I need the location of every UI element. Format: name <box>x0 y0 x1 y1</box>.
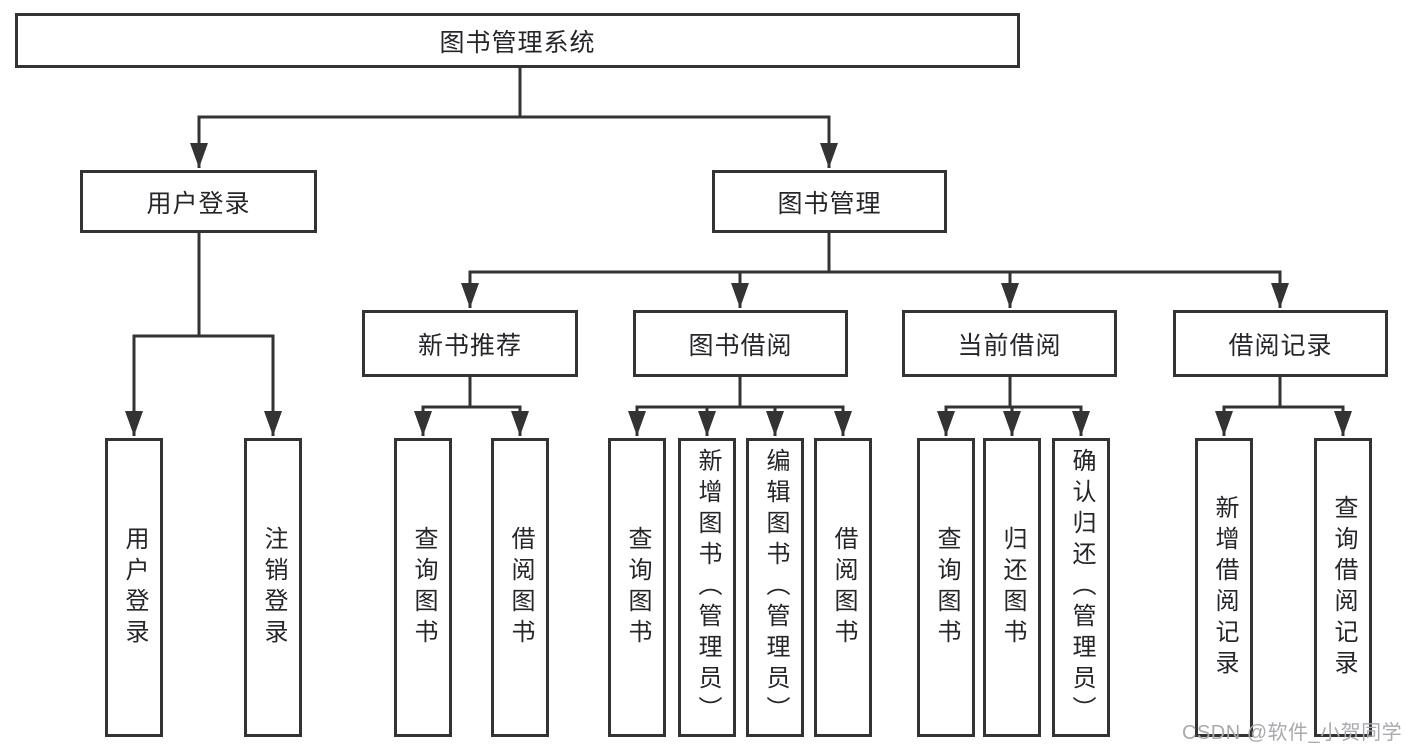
node-confirm-return-admin: 确认归还（管理员） <box>1052 438 1110 737</box>
node-user-login-leaf: 用户登录 <box>105 438 163 737</box>
node-borrowing-records-label: 借阅记录 <box>1228 331 1333 360</box>
node-query-books-borrowing-label: 查询图书 <box>624 525 651 650</box>
node-root-library-management-system: 图书管理系统 <box>15 13 1020 68</box>
node-book-borrowing: 图书借阅 <box>633 310 848 377</box>
node-add-borrow-record-label: 新增借阅记录 <box>1211 494 1238 681</box>
node-new-book-recommend: 新书推荐 <box>362 310 578 377</box>
node-current-borrowing: 当前借阅 <box>902 310 1117 377</box>
node-query-books-current: 查询图书 <box>917 438 975 737</box>
node-query-books-current-label: 查询图书 <box>933 525 960 650</box>
node-query-books-recommend-label: 查询图书 <box>410 525 437 650</box>
node-book-management: 图书管理 <box>712 170 947 233</box>
node-edit-books-admin-label: 编辑图书（管理员） <box>762 448 789 727</box>
node-borrow-books-borrowing: 借阅图书 <box>814 438 872 737</box>
node-add-books-admin: 新增图书（管理员） <box>678 438 736 737</box>
node-add-books-admin-label: 新增图书（管理员） <box>694 448 721 727</box>
node-borrow-books-borrowing-label: 借阅图书 <box>830 525 857 650</box>
node-logout-label: 注销登录 <box>260 525 287 650</box>
node-new-book-recommend-label: 新书推荐 <box>417 331 522 360</box>
node-query-books-borrowing: 查询图书 <box>608 438 666 737</box>
node-user-login: 用户登录 <box>80 170 317 233</box>
node-current-borrowing-label: 当前借阅 <box>957 331 1062 360</box>
node-query-borrow-record-label: 查询借阅记录 <box>1330 494 1357 681</box>
node-confirm-return-admin-label: 确认归还（管理员） <box>1068 448 1095 727</box>
node-borrowing-records: 借阅记录 <box>1173 310 1388 377</box>
node-user-login-leaf-label: 用户登录 <box>121 525 148 650</box>
node-root-label: 图书管理系统 <box>439 28 596 57</box>
node-query-books-recommend: 查询图书 <box>394 438 452 737</box>
csdn-watermark: CSDN @软件_小贺同学 <box>1182 722 1403 744</box>
node-book-management-label: 图书管理 <box>777 189 882 218</box>
node-return-books: 归还图书 <box>983 438 1041 737</box>
node-add-borrow-record: 新增借阅记录 <box>1195 438 1253 737</box>
node-query-borrow-record: 查询借阅记录 <box>1314 438 1372 737</box>
node-book-borrowing-label: 图书借阅 <box>688 331 793 360</box>
node-user-login-label: 用户登录 <box>146 189 251 218</box>
node-borrow-books-recommend: 借阅图书 <box>491 438 549 737</box>
node-return-books-label: 归还图书 <box>999 525 1026 650</box>
node-borrow-books-recommend-label: 借阅图书 <box>507 525 534 650</box>
node-logout: 注销登录 <box>244 438 302 737</box>
node-edit-books-admin: 编辑图书（管理员） <box>746 438 804 737</box>
